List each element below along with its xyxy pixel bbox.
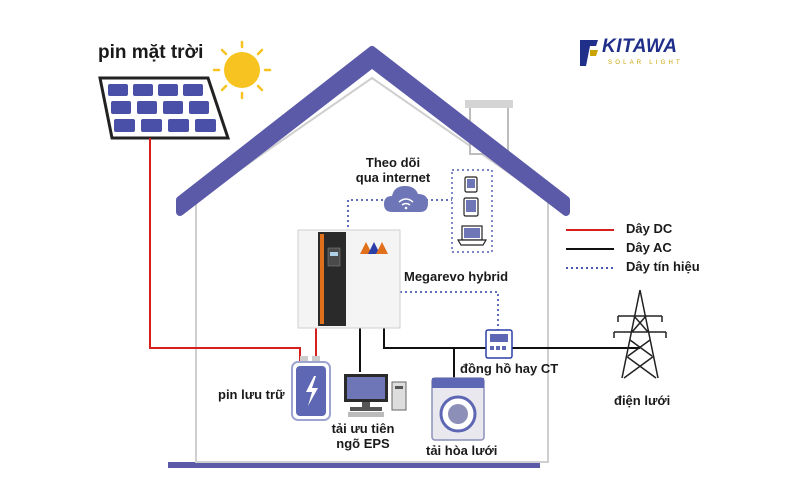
legend-label-signal: Dây tín hiệu [626, 259, 700, 274]
battery-icon [291, 356, 331, 421]
label-monitoring: Theo dõi qua internet [348, 155, 438, 186]
label-utility-grid: điện lưới [614, 393, 671, 408]
house-chimney-cap [465, 100, 513, 108]
label-solar-panel: pin mặt trời [98, 42, 204, 63]
computer-icon [344, 374, 407, 417]
sun-icon [212, 40, 272, 100]
label-monitoring-line2: qua internet [355, 169, 431, 185]
inverter-icon [297, 229, 401, 329]
label-battery: pin lưu trữ [218, 387, 285, 402]
washing-machine-icon [431, 377, 485, 441]
ac-wires [359, 328, 640, 378]
label-eps-line1: tải ưu tiên [331, 421, 395, 436]
ground-base [168, 462, 540, 468]
label-grid-load: tải hòa lưới [426, 443, 498, 458]
brand-mark-icon [580, 40, 598, 66]
label-meter: đồng hồ hay CT [460, 361, 559, 376]
label-inverter: Megarevo hybrid [404, 269, 509, 284]
legend-lines [566, 229, 614, 269]
tablet-icon [463, 197, 479, 217]
label-eps-line2: ngõ EPS [336, 435, 390, 451]
brand-name: KITAWA [602, 36, 678, 57]
legend-label-dc: Dây DC [626, 221, 673, 236]
label-monitoring-line1: Theo dõi [365, 155, 421, 170]
legend-label-ac: Dây AC [626, 240, 672, 255]
power-tower-icon [613, 289, 667, 379]
cloud-wifi-icon [384, 186, 428, 212]
phone-icon [464, 176, 478, 193]
label-eps-load: tải ưu tiên ngõ EPS [318, 421, 408, 452]
brand-tagline: SOLAR LIGHT [608, 60, 683, 66]
meter-icon [485, 329, 513, 359]
house-roof [176, 46, 570, 216]
signal-wires [347, 199, 499, 330]
solar-panel-icon [98, 76, 231, 140]
laptop-icon [456, 225, 488, 246]
devices-box [451, 169, 493, 253]
brand-logo: KITAWA SOLAR LIGHT [578, 36, 688, 76]
